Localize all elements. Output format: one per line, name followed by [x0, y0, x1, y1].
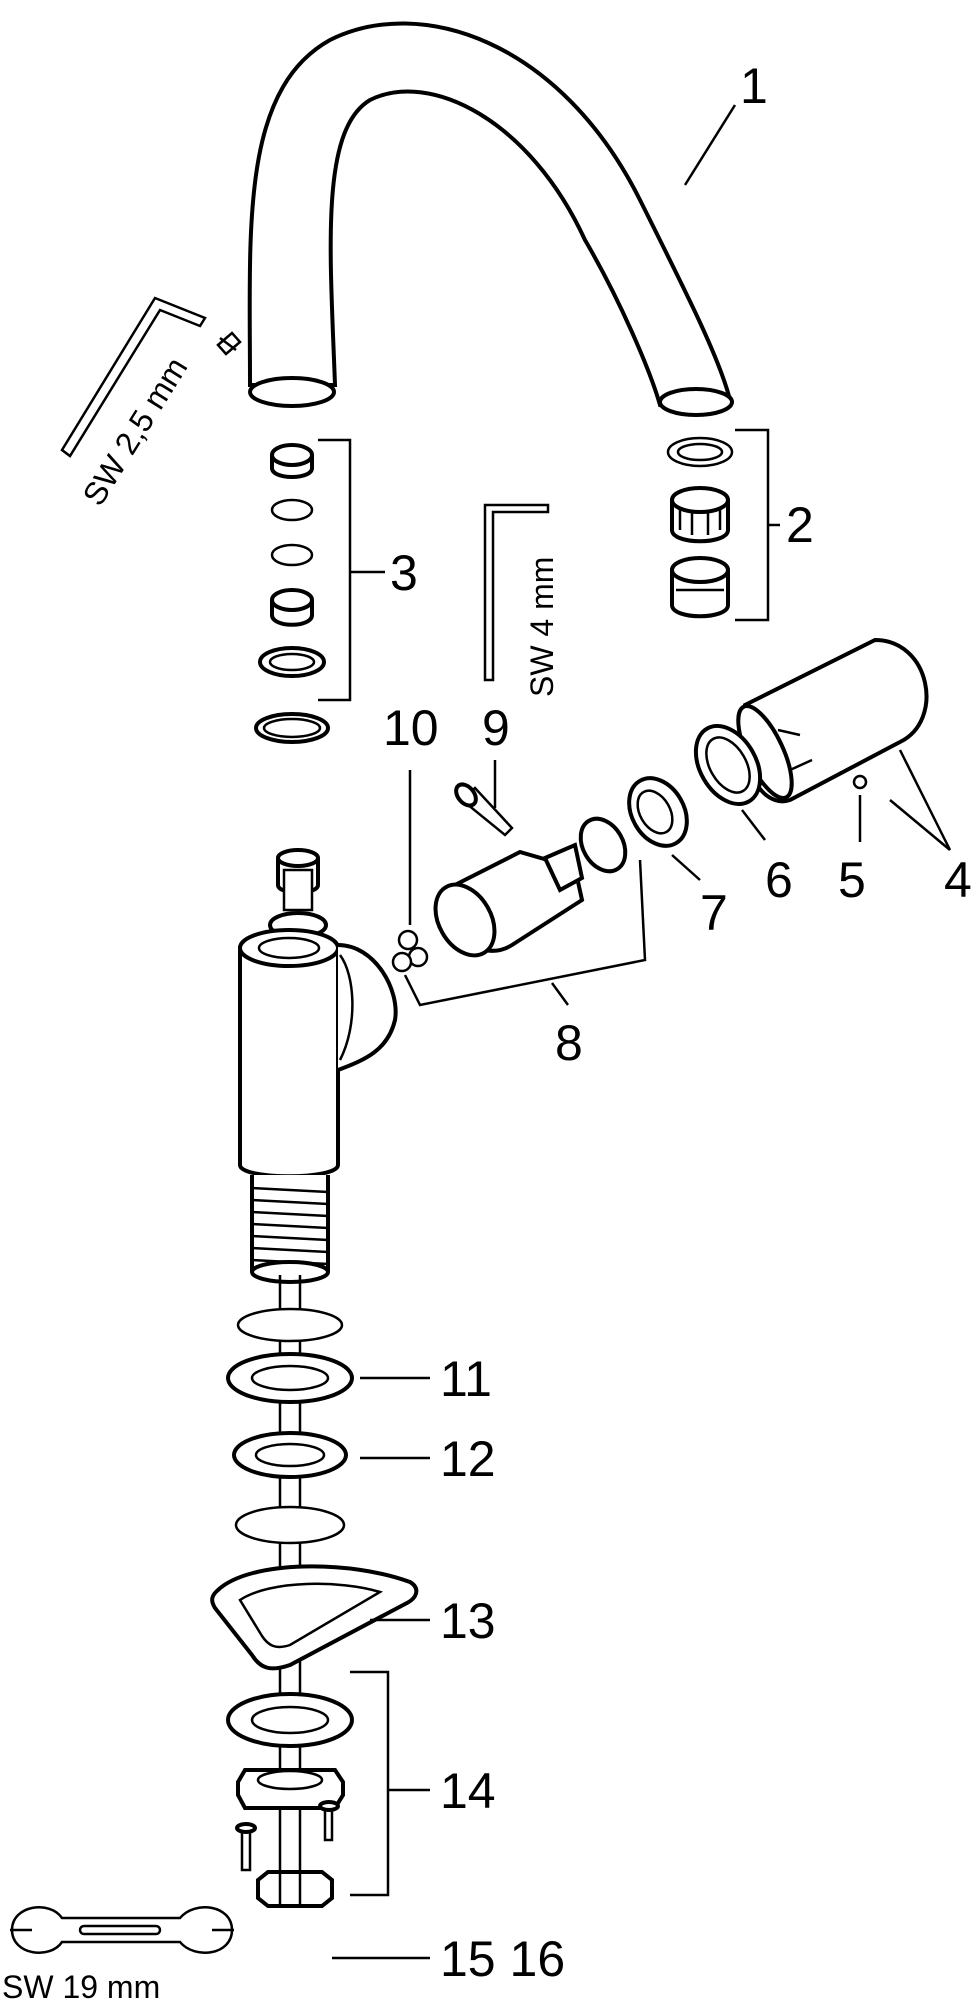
handle-part [736, 637, 929, 804]
leader-4a [898, 749, 952, 851]
callout-8: 8 [555, 1015, 583, 1071]
hex-key-small-icon [60, 296, 207, 458]
wrench-icon [10, 1906, 234, 1954]
bracket-3 [318, 438, 352, 702]
aerator-set-part [666, 436, 734, 619]
hex-key-large-label: SW 4 mm [524, 557, 560, 697]
washer-part [226, 1352, 354, 1404]
o-ring-part [236, 1307, 344, 1343]
grub-screw-icon [216, 331, 242, 356]
callout-15-16: 15 16 [440, 1931, 565, 1987]
o-ring-lower-part [234, 1505, 346, 1545]
triangle-plate-part [210, 1564, 419, 1671]
callout-13: 13 [440, 1593, 496, 1649]
hose-connectors-part [256, 1870, 334, 1908]
seal-set-part [254, 443, 330, 744]
callout-11: 11 [440, 1351, 492, 1407]
callout-12: 12 [440, 1431, 496, 1487]
ball-part [852, 774, 868, 790]
leader-7 [671, 854, 701, 881]
callout-14: 14 [440, 1763, 496, 1819]
leader-6 [741, 809, 766, 841]
cartridge-part [433, 816, 628, 958]
callout-1: 1 [740, 58, 768, 114]
seal-triple-part [391, 929, 429, 973]
hex-key-large-icon [483, 503, 550, 682]
bracket-8 [403, 859, 647, 1007]
leader-4b [889, 799, 951, 851]
callout-7: 7 [700, 885, 728, 941]
spout-part [247, 21, 734, 417]
callout-9: 9 [482, 700, 510, 756]
leader-8 [550, 982, 570, 1006]
bracket-14 [350, 1670, 390, 1897]
wrench-label: SW 19 mm [2, 1969, 160, 2000]
nut-part [627, 776, 689, 848]
callout-5: 5 [838, 852, 866, 908]
callout-2: 2 [786, 497, 814, 553]
leader-1 [683, 104, 737, 186]
callout-3: 3 [390, 545, 418, 601]
screw-part [454, 782, 514, 837]
threaded-sleeve-part [693, 724, 763, 806]
bracket-2 [735, 428, 770, 622]
hex-key-small-label: SW 2,5 mm [75, 351, 194, 512]
callout-4: 4 [944, 852, 972, 908]
ring-part [232, 1431, 348, 1479]
mounting-set-part [226, 1692, 354, 1872]
callout-6: 6 [765, 852, 793, 908]
mixer-body-part [238, 848, 398, 1880]
callout-10: 10 [383, 700, 439, 756]
